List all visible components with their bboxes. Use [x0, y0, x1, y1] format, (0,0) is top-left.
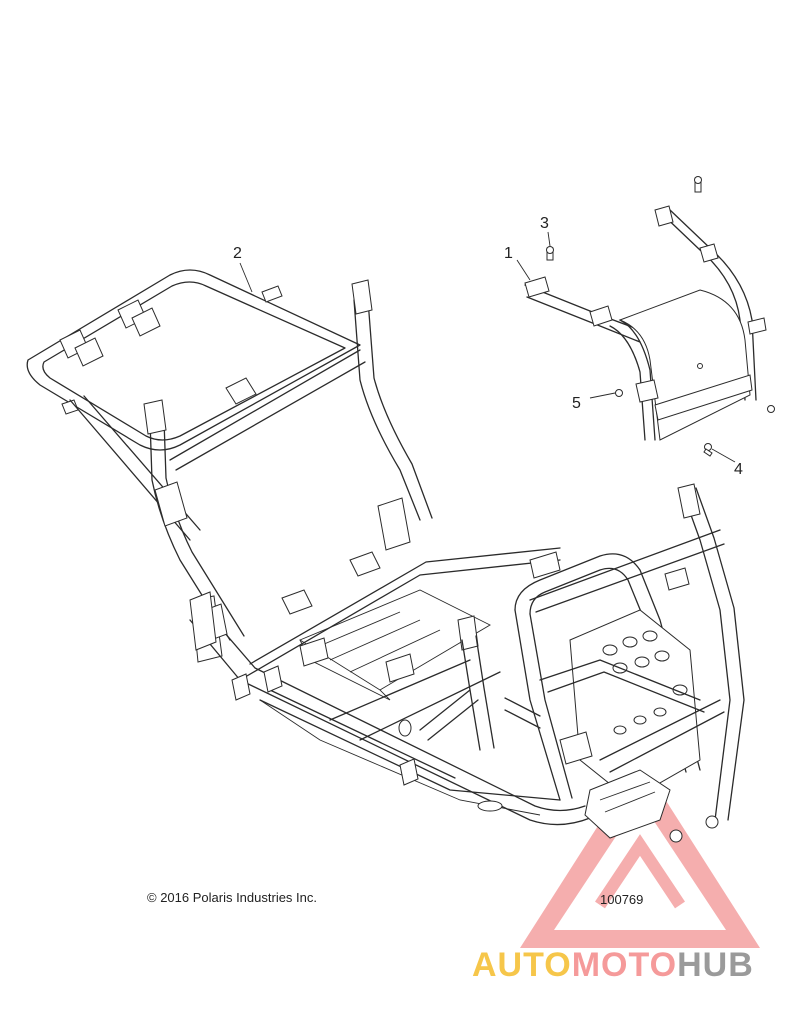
callout-2: 2 — [233, 245, 242, 262]
bolt-3 — [546, 246, 554, 261]
roll-cage-mount-rear-left — [143, 399, 167, 435]
rear-post-right — [353, 299, 433, 521]
rear-cross-member — [169, 349, 366, 471]
callout-3: 3 — [540, 215, 549, 232]
lower-rail-left — [189, 609, 591, 826]
front-post-right — [681, 487, 745, 821]
bracket-panel — [618, 289, 751, 441]
callout-leaders — [239, 231, 736, 463]
floor-pan — [299, 589, 491, 691]
brand-hub: HUB — [677, 946, 754, 984]
brand-auto: AUTO — [472, 946, 572, 984]
front-cage-hoop — [514, 553, 701, 773]
front-top-tube — [529, 529, 725, 613]
bolt-top — [694, 176, 702, 193]
bracket-side-rail — [524, 284, 641, 343]
roll-cage-mount-front-right — [677, 483, 701, 519]
watermark-inner-stroke — [595, 834, 685, 909]
rack-mount-tabs — [59, 285, 283, 415]
callout-4: 4 — [734, 461, 743, 478]
bolt-right — [767, 405, 775, 413]
roll-cage-mount-rear-right — [351, 279, 373, 315]
lower-rail-back — [239, 547, 561, 681]
nut-5 — [615, 389, 623, 397]
front-tow-bracket — [584, 769, 671, 839]
brand-moto: MOTO — [572, 946, 677, 984]
callout-1: 1 — [504, 245, 513, 262]
copyright-notice: © 2016 Polaris Industries Inc. — [147, 890, 317, 905]
main-frame-assembly — [25, 268, 745, 843]
mid-cross-tube — [504, 697, 541, 729]
rear-rack-outer — [26, 269, 361, 451]
bulkhead-holes — [602, 630, 688, 735]
callout-5: 5 — [572, 395, 581, 412]
rear-bracket-assembly — [524, 176, 775, 457]
diagram-reference-number: 100769 — [600, 892, 643, 907]
seat-mount-brackets — [281, 551, 415, 683]
bolt-4 — [703, 443, 713, 457]
roll-cage-mount-mid — [457, 615, 479, 651]
rear-rack-inner — [42, 281, 346, 441]
watermark-brand: AUTOMOTOHUB — [472, 946, 754, 984]
